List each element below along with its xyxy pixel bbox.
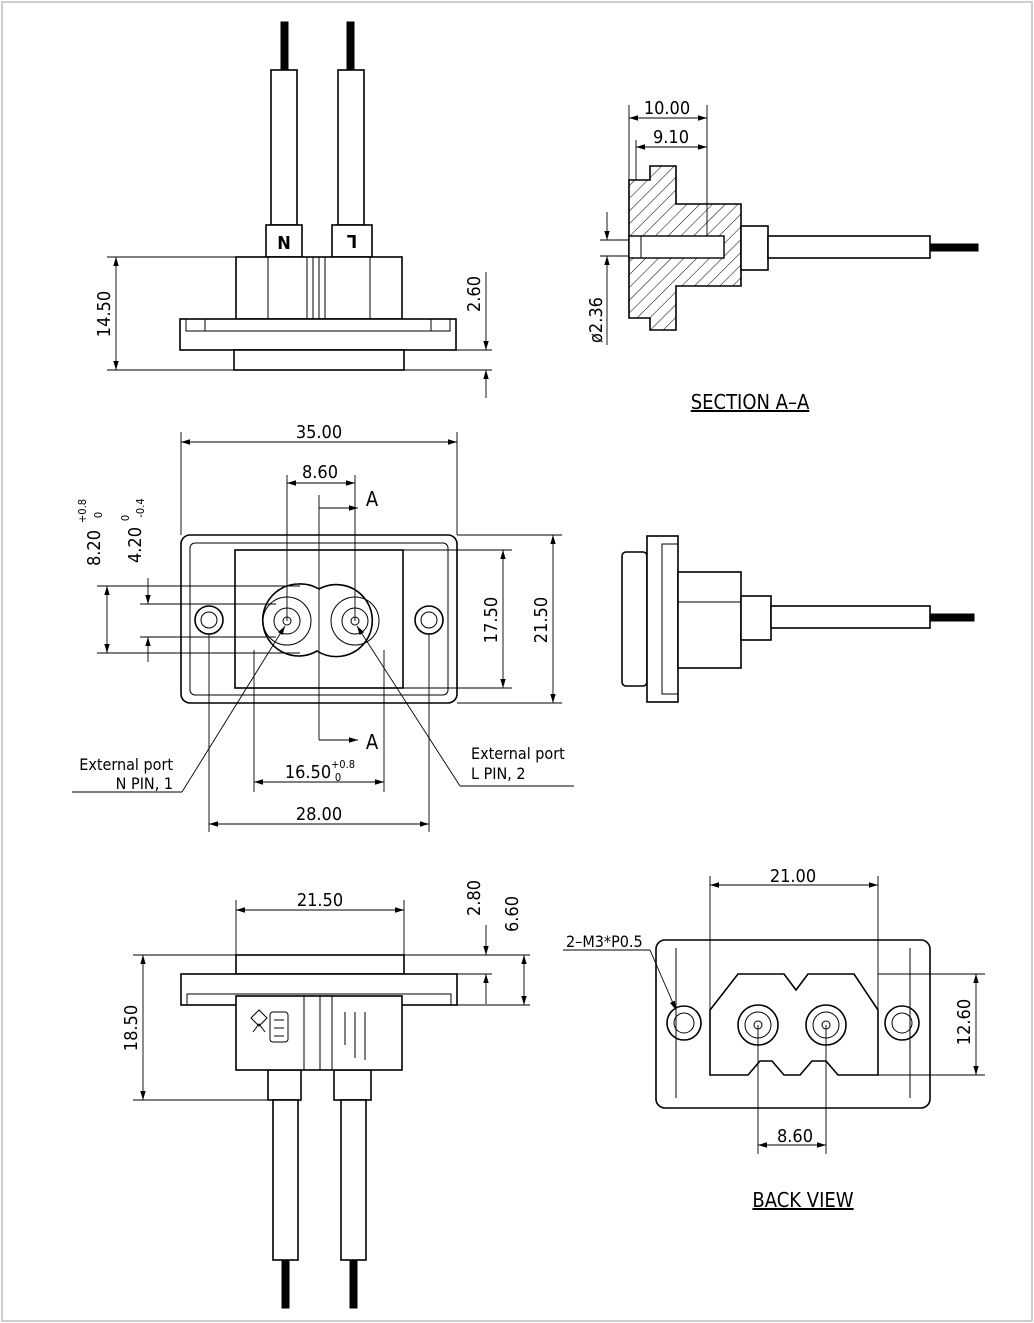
front-dim-cutout-tol-plus: +0.8 — [331, 758, 355, 771]
top-view: N L 14.50 2.60 — [94, 21, 492, 398]
callout-right-line1: External port — [471, 744, 565, 763]
certification-marks — [250, 1009, 366, 1060]
wire-mark-n: N — [277, 233, 291, 254]
section-mark-bottom: A — [366, 730, 379, 754]
section-dim-pin-dia: ø2.36 — [586, 297, 607, 343]
back-dim-width: 21.00 — [770, 866, 816, 887]
section-dim-inner: 9.10 — [653, 127, 689, 148]
back-dim-height: 12.60 — [954, 999, 975, 1045]
top-dim-height: 14.50 — [94, 291, 115, 337]
front-dim-lower-tol-plus: 0 — [119, 515, 132, 521]
callout-left-line2: N PIN, 1 — [116, 774, 173, 793]
front-dim-lower-base: 4.20 — [125, 527, 146, 563]
section-mark-top: A — [366, 487, 379, 511]
front-dim-upper-base: 8.20 — [84, 530, 105, 566]
bottom-dim-height: 18.50 — [121, 1005, 142, 1051]
front-dim-pitch: 8.60 — [302, 462, 338, 483]
back-view: 21.00 2–M3*P0.5 12.60 8.60 BACK VIEW — [563, 866, 985, 1212]
side-view — [621, 535, 975, 703]
front-dim-inner-h: 17.50 — [481, 597, 502, 643]
section-view: 10.00 9.10 ø2.36 SECTION A–A — [586, 98, 979, 414]
wire-mark-l: L — [347, 230, 357, 251]
back-view-title: BACK VIEW — [752, 1188, 853, 1212]
bottom-dim-flange: 2.80 — [464, 880, 485, 916]
front-dim-lower-tol-minus: -0.4 — [134, 498, 147, 517]
front-dim-width: 35.00 — [296, 422, 342, 443]
front-dim-upper-tol-plus: +0.8 — [76, 499, 89, 523]
back-dim-pitch: 8.60 — [777, 1126, 813, 1147]
bottom-dim-total: 6.60 — [502, 896, 523, 932]
front-dim-holes: 28.00 — [296, 804, 342, 825]
front-dim-cutout-base: 16.50 — [285, 762, 331, 783]
callout-right-line2: L PIN, 2 — [471, 764, 526, 783]
bottom-view: 21.50 2.80 6.60 18.50 — [121, 880, 530, 1309]
back-dim-thread: 2–M3*P0.5 — [566, 932, 643, 951]
section-dim-depth: 10.00 — [644, 98, 690, 119]
callout-left-line1: External port — [79, 755, 173, 774]
front-dim-upper-tol-minus: 0 — [92, 512, 105, 518]
front-view: A A 35.00 8.60 8.20 +0.8 0 4.20 0 -0.4 1 — [72, 422, 574, 832]
section-title: SECTION A–A — [691, 390, 810, 414]
top-dim-flange: 2.60 — [464, 276, 485, 312]
front-dim-cutout-tol-minus: 0 — [335, 771, 341, 784]
front-dim-outer-h: 21.50 — [531, 597, 552, 643]
bottom-dim-width: 21.50 — [297, 890, 343, 911]
